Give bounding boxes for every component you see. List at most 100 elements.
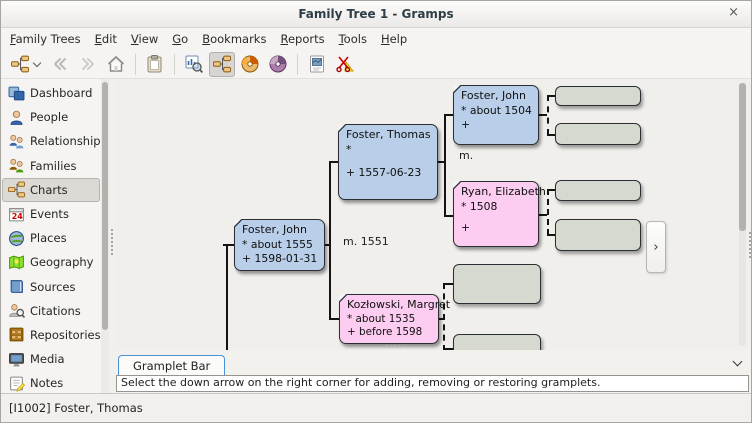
sidebar-item-label: Dashboard [30, 86, 93, 101]
person-death: + [461, 117, 471, 131]
sidebar-item-families[interactable]: Families [2, 154, 100, 178]
dashed-connector-line [547, 189, 549, 235]
sidebar-item-places[interactable]: Places [2, 226, 100, 250]
empty-person-box[interactable] [453, 264, 541, 304]
forward-button[interactable] [75, 52, 101, 77]
pedigree-view-button[interactable] [209, 51, 235, 77]
toolbar-separator [297, 53, 298, 75]
menu-family-trees[interactable]: Family Trees [10, 32, 81, 46]
home-button[interactable] [103, 52, 129, 77]
fan-chart-button[interactable] [237, 52, 263, 77]
sidebar-item-label: Notes [30, 376, 64, 391]
empty-person-box[interactable] [555, 219, 641, 251]
menu-go[interactable]: Go [172, 32, 189, 46]
sidebar-item-relationships[interactable]: Relationships [2, 129, 107, 153]
events-icon: 24 [9, 207, 24, 221]
expand-right-button[interactable]: › [646, 221, 666, 273]
pane-divider[interactable] [109, 79, 116, 393]
window-edge-grip-icon [749, 232, 751, 258]
sidebar-item-dashboard[interactable]: Dashboard [2, 81, 100, 105]
dashed-connector-line [547, 234, 556, 236]
sidebar-item-geography[interactable]: Geography [2, 250, 100, 274]
dashed-connector-line [443, 283, 453, 285]
clipboard-icon [147, 55, 162, 73]
menu-view[interactable]: View [130, 32, 159, 46]
sidebar-item-label: Sources [30, 279, 76, 294]
gramplet-bar-tab[interactable]: Gramplet Bar [118, 355, 226, 375]
sidebar-item-label: Citations [30, 303, 81, 318]
tools-button[interactable] [332, 52, 358, 77]
full-fan-chart-button[interactable] [265, 52, 291, 77]
back-icon [54, 58, 66, 70]
sidebar-item-label: Relationships [30, 134, 107, 149]
menu-reports[interactable]: Reports [280, 32, 325, 46]
empty-person-box[interactable] [453, 334, 541, 350]
sidebar-item-media[interactable]: Media [2, 347, 100, 371]
gramplet-dropdown-chevron-icon[interactable] [732, 356, 743, 367]
connector-line [329, 161, 331, 319]
sidebar-item-events[interactable]: 24 Events [2, 202, 100, 226]
sidebar-item-sources[interactable]: Sources [2, 275, 100, 299]
person-birth: * about 1535 [347, 312, 416, 325]
dashed-connector-line [539, 114, 547, 116]
charts-icon [8, 181, 25, 198]
menu-edit[interactable]: Edit [94, 32, 117, 46]
empty-person-box[interactable] [555, 123, 641, 145]
relationships-icon [9, 134, 24, 149]
sidebar-item-label: Repositories [30, 327, 101, 342]
dashed-connector-line [547, 95, 555, 97]
person-name: Ryan, Elizabeth [461, 185, 546, 198]
connector-line [226, 244, 228, 350]
sidebar-item-notes[interactable]: Notes [2, 371, 100, 395]
family-trees-button[interactable] [5, 52, 45, 77]
person-box-ryan-elizabeth[interactable]: Ryan, Elizabeth * 1508 + [453, 181, 546, 247]
person-box-foster-john-1555[interactable]: Foster, John * about 1555 + 1598-01-31 [234, 219, 325, 271]
sidebar-scrollbar[interactable] [101, 79, 109, 393]
empty-person-box[interactable] [555, 180, 641, 201]
sidebar-scrollbar-thumb[interactable] [102, 82, 108, 330]
chart-scrollbar-thumb[interactable] [739, 83, 746, 231]
close-icon[interactable]: × [728, 5, 739, 20]
dashed-connector-line [547, 95, 549, 135]
menu-bookmarks[interactable]: Bookmarks [202, 32, 267, 46]
sidebar-item-people[interactable]: People [2, 105, 100, 129]
reports-button[interactable] [304, 52, 330, 77]
gramplet-message: Select the down arrow on the right corne… [116, 375, 749, 392]
pedigree-report-button[interactable] [181, 52, 207, 77]
person-box-foster-thomas[interactable]: Foster, Thomas * + 1557-06-23 [338, 124, 438, 200]
chart-scrollbar[interactable] [739, 83, 746, 346]
sidebar-item-repositories[interactable]: Repositories [2, 323, 101, 347]
pedigree-chart: Foster, John * about 1555 + 1598-01-31 F… [116, 79, 751, 350]
sources-icon [10, 280, 23, 293]
person-birth: * 1508 [461, 199, 498, 213]
sidebar-item-citations[interactable]: Citations [2, 299, 100, 323]
window-title: Family Tree 1 - Gramps [298, 7, 454, 21]
person-name: Foster, John [242, 223, 307, 236]
connector-line [329, 318, 339, 320]
pedigree-view-icon [213, 55, 231, 73]
toolbar-separator [135, 53, 136, 75]
gramplet-tab-row: Gramplet Bar [116, 350, 751, 375]
person-box-foster-john-1504[interactable]: Foster, John * about 1504 + [453, 85, 539, 145]
connector-line [444, 114, 453, 116]
geography-icon [9, 255, 24, 270]
families-icon [9, 159, 24, 173]
dashed-connector-line [438, 318, 444, 320]
menu-bar: Family Trees Edit View Go Bookmarks Repo… [1, 28, 751, 50]
back-button[interactable] [47, 52, 73, 77]
status-bar: [I1002] Foster, Thomas [1, 393, 751, 421]
places-icon [9, 230, 24, 246]
media-icon [9, 352, 24, 367]
clipboard-button[interactable] [142, 52, 168, 77]
connector-line [438, 161, 446, 163]
sidebar-item-label: Places [30, 231, 67, 246]
sidebar-item-charts[interactable]: Charts [2, 177, 100, 202]
menu-help[interactable]: Help [380, 32, 408, 46]
empty-person-box[interactable] [555, 86, 641, 106]
person-box-kozlowski-margret[interactable]: Kozłowski, Margret * about 1535 + before… [339, 294, 450, 344]
connector-line [324, 244, 331, 246]
content-column: Foster, John * about 1555 + 1598-01-31 F… [116, 79, 751, 393]
title-bar: Family Tree 1 - Gramps × [1, 1, 751, 28]
menu-tools[interactable]: Tools [338, 32, 367, 46]
